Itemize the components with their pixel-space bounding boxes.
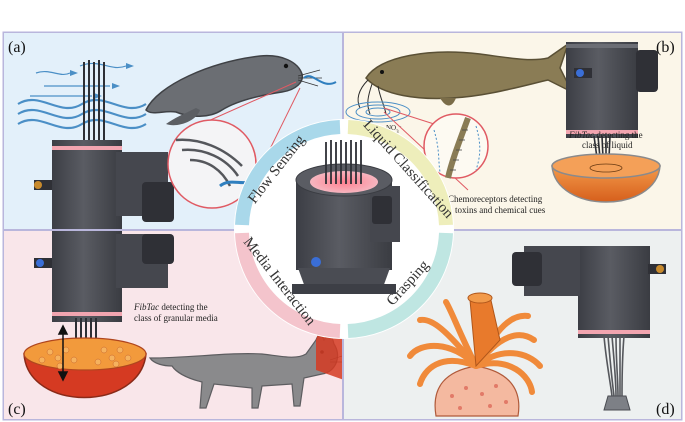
liquid-caption-line2: class of liquid bbox=[582, 140, 633, 150]
chemoreceptors-caption-line1: Chemoreceptors detecting bbox=[448, 194, 543, 204]
water-ripples bbox=[345, 101, 411, 123]
connector-port bbox=[656, 265, 664, 273]
chemoreceptor-zoom bbox=[383, 107, 489, 191]
liquid-caption-line1: FibTac detecting the bbox=[568, 130, 643, 140]
center-ring: Flow Sensing Liquid Classification Grasp… bbox=[234, 117, 456, 339]
ring-arc-liquid-classification bbox=[347, 120, 453, 226]
device-b bbox=[566, 42, 658, 138]
panel-label-b: (b) bbox=[656, 39, 675, 56]
seal-illustration bbox=[145, 54, 337, 126]
grasped-object bbox=[603, 395, 631, 411]
chemoreceptors-caption-line2: toxins and chemical cues bbox=[455, 205, 546, 215]
ring-arc-flow-sensing bbox=[235, 120, 341, 226]
connector-port bbox=[576, 69, 584, 77]
panel-label-c: (c) bbox=[8, 401, 26, 418]
panel-label-a: (a) bbox=[8, 39, 26, 56]
fibers-d bbox=[603, 335, 625, 397]
connector-port bbox=[36, 259, 44, 267]
liquid-bowl bbox=[551, 153, 661, 203]
panel-label-d: (d) bbox=[656, 401, 675, 418]
ring-arc-media-interaction bbox=[235, 232, 341, 338]
flow-arrows bbox=[70, 63, 134, 99]
granular-caption-line1: FibTac detecting the bbox=[133, 302, 208, 312]
up-down-arrow bbox=[57, 324, 69, 382]
connector-port bbox=[311, 257, 321, 267]
device-d bbox=[512, 246, 666, 338]
granular-bowl bbox=[23, 337, 147, 399]
fibers-a bbox=[83, 60, 105, 144]
anemone-illustration bbox=[407, 292, 543, 417]
whisker-zoom bbox=[167, 81, 301, 219]
connector-port bbox=[34, 181, 42, 189]
ring-arc-grasping bbox=[347, 232, 453, 338]
granular-caption-line2: class of granular media bbox=[134, 313, 218, 323]
device-c bbox=[34, 230, 174, 322]
fibers-center bbox=[325, 140, 362, 184]
central-device bbox=[292, 140, 400, 294]
device-a bbox=[34, 140, 174, 230]
flow-waves bbox=[17, 85, 147, 130]
catfish-illustration bbox=[357, 42, 574, 115]
